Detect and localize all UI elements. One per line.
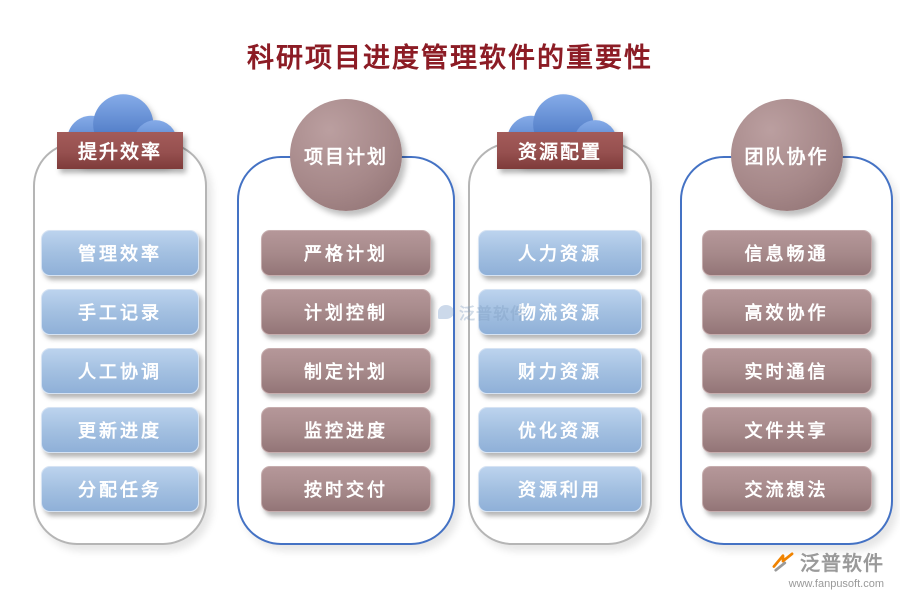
- column-header-banner: 资源配置: [497, 132, 623, 169]
- fanpu-logo-icon: [772, 551, 794, 572]
- column-planning: 项目计划 严格计划 计划控制 制定计划 监控进度 按时交付: [237, 0, 455, 600]
- list-item: 人力资源: [478, 230, 642, 276]
- item-list: 人力资源 物流资源 财力资源 优化资源 资源利用: [478, 230, 642, 512]
- list-item: 严格计划: [261, 230, 431, 276]
- list-item: 高效协作: [701, 289, 872, 335]
- list-item: 管理效率: [41, 230, 199, 276]
- watermark: 泛普软件: [438, 300, 527, 324]
- column-header-circle: 团队协作: [730, 99, 843, 211]
- watermark-brand: 泛普软件: [459, 306, 528, 323]
- watermark-logo-icon: [438, 305, 454, 319]
- page-title: 科研项目进度管理软件的重要性: [247, 43, 653, 73]
- list-item: 按时交付: [261, 466, 431, 512]
- list-item: 文件共享: [701, 407, 872, 453]
- list-item: 优化资源: [478, 407, 642, 453]
- list-item: 财力资源: [478, 348, 642, 394]
- list-item: 人工协调: [41, 348, 199, 394]
- footer-brand: 泛普软件: [800, 553, 884, 575]
- list-item: 资源利用: [478, 466, 642, 512]
- list-item: 制定计划: [261, 348, 431, 394]
- item-list: 管理效率 手工记录 人工协调 更新进度 分配任务: [41, 230, 199, 512]
- footer-brand-block: 泛普软件 www.fanpusoft.com: [772, 547, 884, 590]
- column-collaboration: 团队协作 信息畅通 高效协作 实时通信 文件共享 交流想法: [680, 0, 893, 600]
- item-list: 信息畅通 高效协作 实时通信 文件共享 交流想法: [701, 230, 872, 512]
- list-item: 信息畅通: [701, 230, 872, 276]
- list-item: 分配任务: [41, 466, 199, 512]
- list-item: 计划控制: [261, 289, 431, 335]
- list-item: 更新进度: [41, 407, 199, 453]
- column-header-banner: 提升效率: [57, 132, 183, 169]
- list-item: 物流资源: [478, 289, 642, 335]
- list-item: 交流想法: [701, 466, 872, 512]
- column-efficiency: 提升效率 管理效率 手工记录 人工协调 更新进度 分配任务: [33, 0, 207, 600]
- list-item: 实时通信: [701, 348, 872, 394]
- column-header-circle: 项目计划: [290, 99, 402, 211]
- footer-url[interactable]: www.fanpusoft.com: [788, 578, 884, 590]
- list-item: 监控进度: [261, 407, 431, 453]
- list-item: 手工记录: [41, 289, 199, 335]
- item-list: 严格计划 计划控制 制定计划 监控进度 按时交付: [261, 230, 431, 512]
- column-resources: 资源配置 人力资源 物流资源 财力资源 优化资源 资源利用: [468, 0, 652, 600]
